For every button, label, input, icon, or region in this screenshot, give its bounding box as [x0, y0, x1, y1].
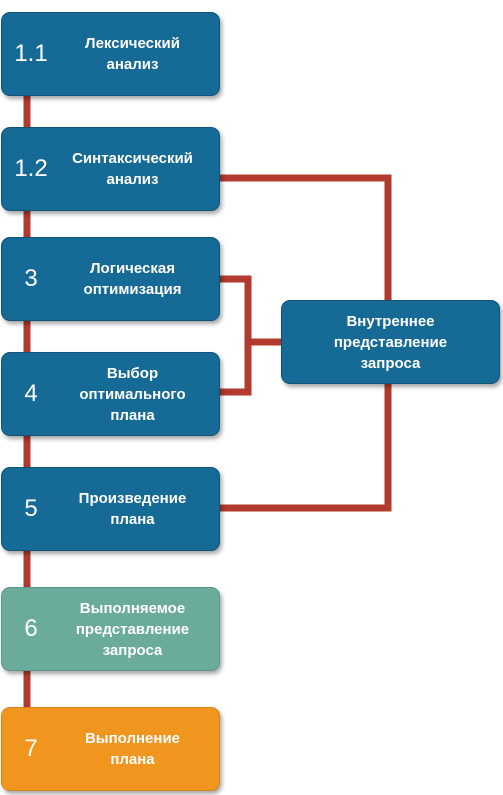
step-label: Произведение плана — [78, 490, 187, 528]
internal-representation-box: Внутреннее представление запроса — [281, 300, 500, 384]
step-number: 1.1 — [14, 40, 48, 67]
step-number: 7 — [24, 735, 38, 762]
step-label: Лексический анализ — [85, 35, 180, 73]
step-label: Логическая оптимизация — [83, 260, 182, 298]
step-choose-optimal-plan: 4 Выбор оптимального плана — [1, 352, 220, 436]
step-plan-execution: 7 Выполнение плана — [1, 707, 220, 791]
step-label: Выполнение плана — [84, 730, 181, 768]
connector-internal-to-plan — [218, 382, 392, 512]
step-lexical-analysis: 1.1 Лексический анализ — [1, 12, 220, 96]
step-executable-representation: 6 Выполняемое представление запроса — [1, 587, 220, 671]
connector-syntax-to-internal — [218, 174, 392, 304]
step-number: 1.2 — [14, 155, 48, 182]
step-label: Синтаксический анализ — [72, 150, 193, 188]
step-label: Выполняемое представление запроса — [75, 599, 190, 659]
step-number: 5 — [24, 495, 38, 522]
connector-logic-bracket — [218, 275, 252, 396]
step-plan-production: 5 Произведение плана — [1, 467, 220, 551]
internal-representation-label: Внутреннее представление запроса — [333, 312, 448, 372]
step-number: 6 — [24, 615, 38, 642]
step-logical-optimization: 3 Логическая оптимизация — [1, 237, 220, 321]
step-label: Выбор оптимального плана — [79, 364, 186, 424]
step-number: 3 — [24, 265, 38, 292]
step-number: 4 — [24, 380, 38, 407]
step-syntax-analysis: 1.2 Синтаксический анализ — [1, 127, 220, 211]
